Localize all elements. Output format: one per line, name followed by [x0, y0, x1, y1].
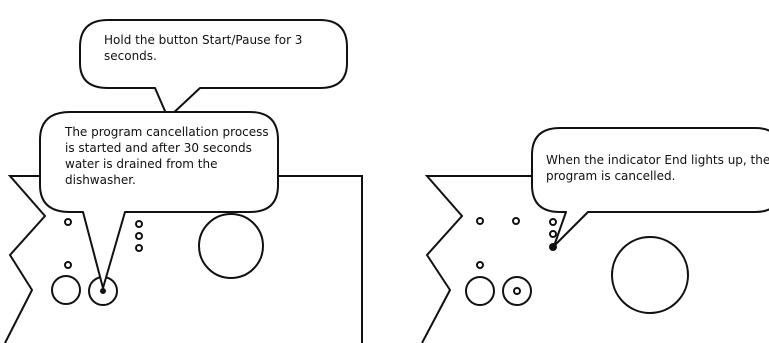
- callout-end-text: When the indicator End lights up, the pr…: [546, 153, 769, 183]
- callout-cancel-bubble: [39, 111, 279, 289]
- callout-cancel-text: The program cancellation process is star…: [65, 125, 269, 187]
- left-indicator-light: [135, 220, 143, 228]
- right-indicator-light: [476, 217, 484, 225]
- left-indicator-light: [64, 218, 72, 226]
- right-indicator-light: [549, 230, 557, 238]
- callout-hold-text: Hold the button Start/Pause for 3 second…: [104, 33, 303, 63]
- left-button: [51, 275, 81, 305]
- left-control-panel: [4, 175, 363, 343]
- right-indicator-light: [549, 218, 557, 226]
- left-indicator-light: [135, 244, 143, 252]
- program-dial: [198, 213, 264, 279]
- left-indicator-light: [64, 261, 72, 269]
- right-button: [465, 276, 495, 306]
- callout-end-bubble: [531, 127, 769, 247]
- left-panel-outline: [4, 175, 363, 343]
- right-button: [502, 276, 532, 306]
- right-button-dot: [513, 287, 521, 295]
- right-indicator-light: [512, 217, 520, 225]
- start-pause-button-dot: [100, 288, 106, 294]
- callout-hold-bubble: [79, 19, 348, 119]
- right-indicator-light: [476, 261, 484, 269]
- left-indicator-light: [135, 232, 143, 240]
- right-program-dial: [611, 236, 689, 314]
